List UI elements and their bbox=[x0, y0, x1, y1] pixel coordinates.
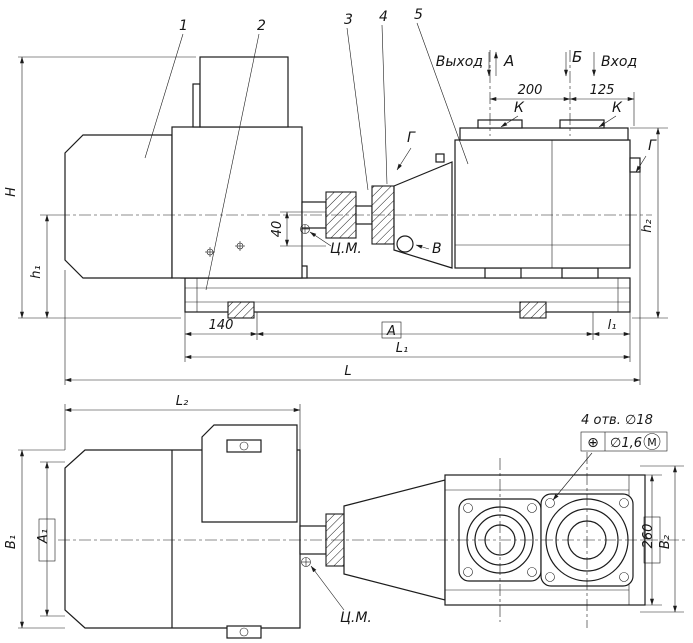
view-g-label-2: Г bbox=[648, 138, 657, 154]
dim-200: 200 bbox=[518, 83, 543, 98]
dim-B1: B₁ bbox=[4, 535, 19, 549]
dim-h1: h₁ bbox=[29, 265, 44, 278]
pump-casing bbox=[454, 139, 631, 269]
motor-foot-plan bbox=[226, 439, 262, 453]
callout-2: 2 bbox=[257, 18, 266, 34]
tol-symbol: ⊕ bbox=[587, 435, 599, 451]
dim-125: 125 bbox=[590, 83, 615, 98]
section-b-label: Б bbox=[572, 48, 582, 66]
section-marks: Выход А Б Вход bbox=[436, 48, 637, 77]
view-g-label-1: Г bbox=[407, 130, 416, 146]
motor-stud bbox=[235, 241, 245, 251]
dim-A1: A₁ bbox=[36, 529, 51, 544]
motor-plan bbox=[64, 424, 301, 639]
pump-foot bbox=[484, 267, 522, 279]
callout-3: 3 bbox=[344, 12, 353, 28]
outlet-label: Выход bbox=[436, 54, 483, 70]
dim-h2: h₂ bbox=[640, 219, 655, 232]
section-a-label: А bbox=[503, 52, 514, 70]
pump-side bbox=[454, 119, 641, 279]
dim-L2: L₂ bbox=[176, 394, 188, 409]
motor-foot-plan bbox=[226, 625, 262, 639]
tol-modifier: М bbox=[647, 436, 657, 449]
inlet-port-pad bbox=[559, 119, 605, 129]
base-frame bbox=[184, 277, 631, 319]
bolt-hole bbox=[463, 567, 473, 577]
note-holes: 4 отв. ∅18 bbox=[581, 413, 653, 428]
surface-k-label-1: К bbox=[514, 100, 525, 116]
dims-ports: 200 125 bbox=[489, 83, 635, 126]
dim-260: 260 bbox=[641, 524, 656, 549]
cm-label-top: Ц.М. bbox=[330, 241, 362, 257]
outlet-port-pad bbox=[477, 119, 523, 129]
motor-front bbox=[64, 134, 173, 279]
plan-view: 4 отв. ∅18 ⊕ ∅1,6 М Ц.М. L₂ B₁ bbox=[4, 394, 685, 639]
dim-40: 40 bbox=[270, 221, 285, 238]
foundation-pad bbox=[227, 301, 255, 319]
dims-vertical-top: H h₁ h₂ 40 bbox=[4, 56, 668, 319]
foundation-pad bbox=[519, 301, 547, 319]
motor-body bbox=[171, 126, 303, 279]
dim-B2: B₂ bbox=[658, 535, 673, 549]
side-view: Выход А Б Вход К К Г Г В bbox=[4, 7, 668, 385]
view-v-label: В bbox=[432, 241, 442, 257]
tol-value: ∅1,6 bbox=[610, 436, 642, 451]
coupling-side bbox=[301, 153, 453, 269]
inlet-label: Вход bbox=[601, 54, 637, 70]
surface-k-label-2: К bbox=[612, 100, 623, 116]
bolt-hole bbox=[527, 503, 537, 513]
centerlines-plan bbox=[58, 452, 685, 628]
bolt-hole bbox=[527, 567, 537, 577]
cm-label-bottom: Ц.М. bbox=[340, 610, 372, 626]
modifier-circle bbox=[643, 433, 661, 450]
surface-k-marks: К К bbox=[500, 100, 623, 128]
center-of-mass-plan: Ц.М. bbox=[301, 557, 372, 626]
motor-stud bbox=[205, 247, 215, 257]
center-of-mass-top: Ц.М. bbox=[300, 224, 362, 257]
holes-note: 4 отв. ∅18 ⊕ ∅1,6 М bbox=[552, 413, 668, 501]
bolt-hole bbox=[619, 572, 629, 582]
bolt-hole-target bbox=[545, 498, 555, 508]
terminal-box-plan bbox=[201, 424, 298, 523]
pump-top-flange bbox=[459, 127, 629, 141]
callout-4: 4 bbox=[379, 9, 388, 25]
view-g-marks: Г Г bbox=[396, 130, 657, 173]
tolerance-frame bbox=[580, 431, 668, 452]
pump-foot bbox=[561, 267, 599, 279]
bolt-hole bbox=[619, 498, 629, 508]
dim-A-ref: А bbox=[386, 324, 396, 339]
end-cover-boss bbox=[629, 157, 641, 173]
dim-L1: L₁ bbox=[396, 341, 408, 356]
bolt-hole bbox=[463, 503, 473, 513]
part-callouts: 1 2 3 4 5 bbox=[144, 7, 469, 291]
drain-plug bbox=[396, 235, 414, 253]
bolt-hole bbox=[545, 572, 555, 582]
lantern-bolt bbox=[435, 153, 445, 163]
callout-1: 1 bbox=[179, 18, 188, 34]
dim-140: 140 bbox=[209, 318, 234, 333]
motor-side bbox=[64, 56, 308, 279]
callout-5: 5 bbox=[414, 7, 423, 23]
dims-plan: L₂ B₁ A₁ 260 B₂ bbox=[4, 394, 684, 629]
dim-H: H bbox=[4, 187, 19, 197]
dim-L: L bbox=[344, 364, 351, 379]
dim-l1: l₁ bbox=[608, 318, 617, 333]
dims-horizontal-top: 140 А l₁ L₁ L bbox=[64, 172, 641, 385]
centerlines-top bbox=[58, 50, 652, 216]
terminal-box bbox=[199, 56, 289, 128]
view-v-mark: В bbox=[415, 241, 442, 257]
